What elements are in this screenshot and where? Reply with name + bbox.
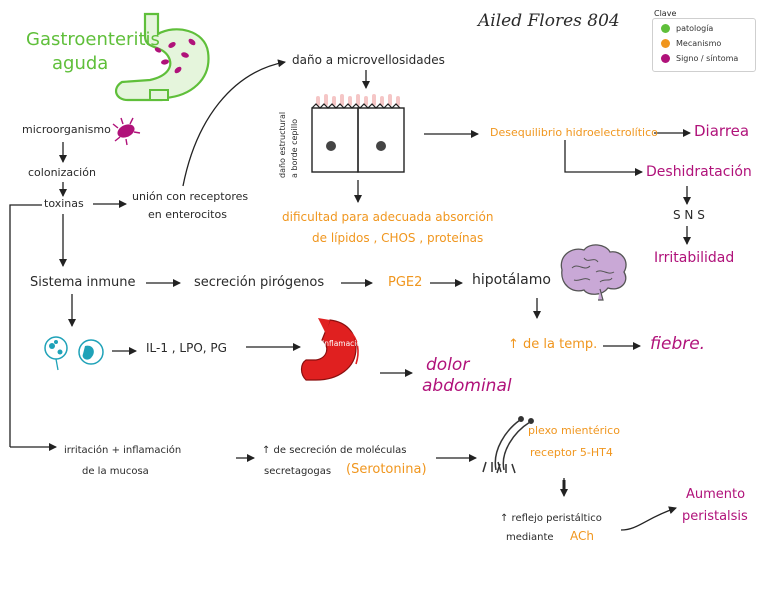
node-aumento-peristalsis-line2: peristalsis <box>682 509 748 524</box>
node-aumento-temp: ↑ de la temp. <box>508 337 598 352</box>
brain-icon <box>560 244 627 301</box>
node-aumento-secrecion-line1: ↑ de secreción de moléculas <box>262 445 407 456</box>
node-plexo-line2: receptor 5-HT4 <box>530 446 613 459</box>
node-deshidratacion: Deshidratación <box>646 164 752 180</box>
node-irritacion-line2: de la mucosa <box>82 466 149 477</box>
legend-item: patología <box>661 24 713 33</box>
node-diarrea: Diarrea <box>694 122 750 140</box>
stomach-icon <box>114 12 210 102</box>
node-desequilibrio: Desequilibrio hidroelectrolítico <box>490 126 658 139</box>
node-dificultad-line1: dificultad para adecuada absorción <box>282 210 494 224</box>
node-irritabilidad: Irritabilidad <box>654 250 735 266</box>
node-toxinas: toxinas <box>44 197 84 210</box>
node-microorganismo: microorganismo <box>22 123 111 136</box>
node-dano-estructural-line1: daño estructural <box>278 111 287 178</box>
node-pge2: PGE2 <box>388 275 423 290</box>
node-hipotalamo: hipotálamo <box>472 272 551 288</box>
node-sns: S N S <box>673 208 705 222</box>
author-label: Ailed Flores 804 <box>478 11 620 31</box>
node-dificultad-line2: de lípidos , CHOS , proteínas <box>312 231 484 245</box>
node-dano-microvellosidades: daño a microvellosidades <box>292 53 445 67</box>
node-union-line1: unión con receptores <box>132 190 249 203</box>
node-union-line2: en enterocitos <box>148 208 227 221</box>
node-aumento-secrecion-line2: secretagogas <box>264 466 332 477</box>
node-secrecion-pirogenos: secreción pirógenos <box>194 275 325 290</box>
node-sistema-inmune: Sistema inmune <box>30 275 136 290</box>
title-line-2: aguda <box>52 53 109 74</box>
node-citocinas: IL-1 , LPO, PG <box>146 341 227 355</box>
node-reflejo-line2: mediante <box>506 532 554 543</box>
legend-item: Mecanismo <box>661 39 721 48</box>
node-plexo-line1: plexo mientérico <box>528 424 620 437</box>
node-dano-estructural-line2: a borde cepillo <box>290 118 299 178</box>
bacteria-icon <box>112 117 141 146</box>
legend-label: Mecanismo <box>676 39 722 48</box>
node-reflejo-line1: ↑ reflejo peristáltico <box>500 513 602 524</box>
legend-label: patología <box>676 24 714 33</box>
node-colonizacion: colonización <box>28 166 96 179</box>
node-dolor-line2: abdominal <box>422 376 512 396</box>
inflamed-stomach-icon <box>300 318 359 381</box>
immune-cells-icon <box>44 336 104 371</box>
neuron-icon <box>482 416 534 474</box>
node-irritacion-line1: irritación + inflamación <box>64 445 182 456</box>
title-line-1: Gastroenteritis <box>26 29 160 50</box>
legend-label: Signo / síntoma <box>676 54 739 63</box>
legend-swatch <box>661 24 670 33</box>
enterocyte-cells-icon <box>311 94 405 173</box>
node-dolor-line1: dolor <box>426 355 470 375</box>
node-inflamacion: Inflamación <box>322 339 366 348</box>
legend-item: Signo / síntoma <box>661 54 738 63</box>
legend-title: Clave <box>654 9 677 18</box>
node-serotonina: (Serotonina) <box>346 462 427 477</box>
node-fiebre: fiebre. <box>650 334 706 354</box>
node-aumento-peristalsis-line1: Aumento <box>686 487 746 502</box>
legend-swatch <box>661 54 670 63</box>
legend-swatch <box>661 39 670 48</box>
legend: patología Mecanismo Signo / síntoma <box>652 18 756 72</box>
node-ach: ACh <box>570 529 594 543</box>
